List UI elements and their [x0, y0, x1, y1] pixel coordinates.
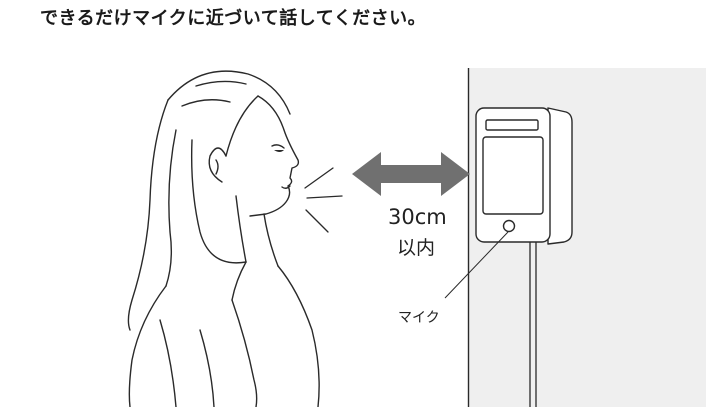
stand-pole [529, 240, 537, 407]
mic-label: マイク [398, 310, 440, 326]
speech-lines [304, 167, 343, 233]
distance-within-label: 以内 [397, 237, 436, 259]
distance-arrow [352, 152, 470, 196]
distance-value-label: 30cm [388, 205, 447, 229]
device [475, 107, 573, 245]
woman-figure [127, 70, 320, 407]
instruction-title: できるだけマイクに近づいて話してください。 [40, 8, 427, 29]
microphone-icon [502, 219, 516, 233]
mic-leader-line [444, 231, 509, 299]
